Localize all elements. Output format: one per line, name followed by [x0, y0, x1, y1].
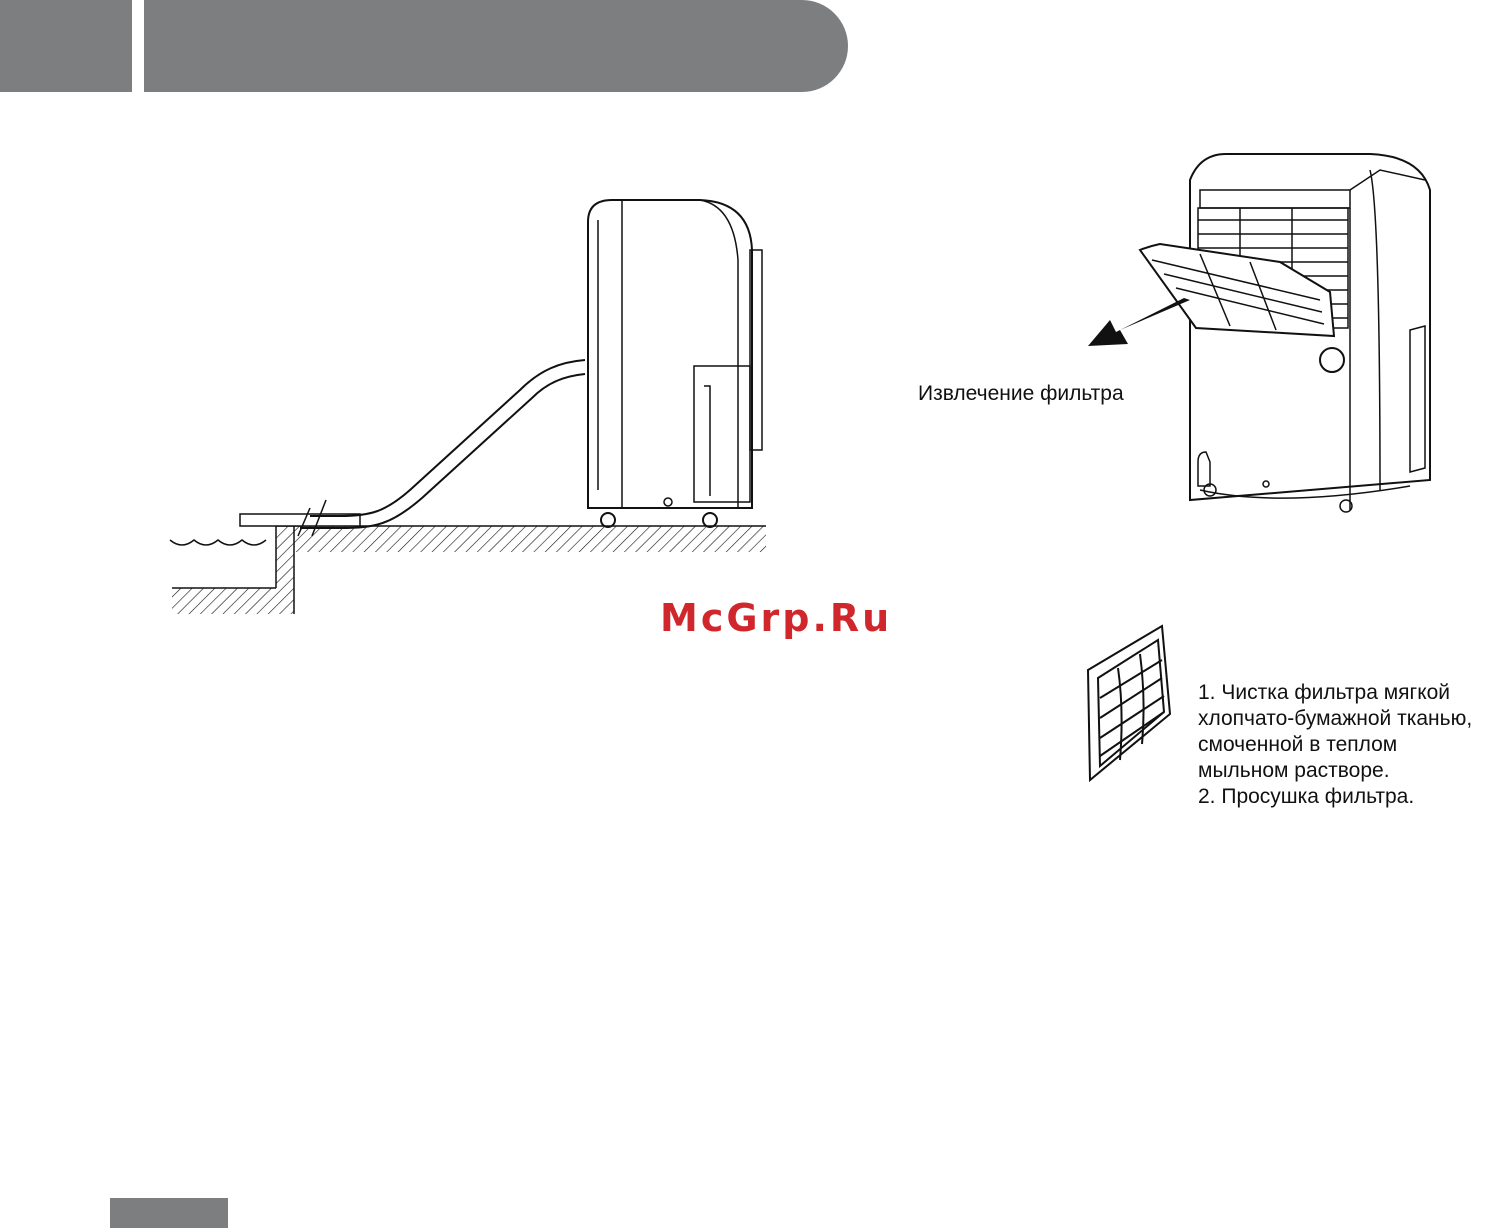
- filter-step-line: 1. Чистка фильтра мягкой: [1198, 680, 1472, 706]
- air-filter-icon: [1084, 620, 1176, 784]
- header-section-tab: [0, 0, 132, 92]
- header-title-bar: [144, 0, 848, 92]
- watermark: McGrp.Ru: [660, 596, 892, 640]
- filter-step-line: хлопчато-бумажной тканью,: [1198, 706, 1472, 732]
- filter-cleaning-steps: 1. Чистка фильтра мягкой хлопчато-бумажн…: [1198, 680, 1472, 810]
- dehumidifier-drain-hose-icon: [160, 190, 780, 620]
- filter-step-line: мыльном растворе.: [1198, 758, 1472, 784]
- filter-removal-caption: Извлечение фильтра: [918, 381, 1124, 407]
- filter-step-line: смоченной в теплом: [1198, 732, 1472, 758]
- dehumidifier-filter-removal-icon: [1080, 150, 1440, 520]
- filter-step-line: 2. Просушка фильтра.: [1198, 784, 1472, 810]
- footer-page-tab: [110, 1198, 228, 1228]
